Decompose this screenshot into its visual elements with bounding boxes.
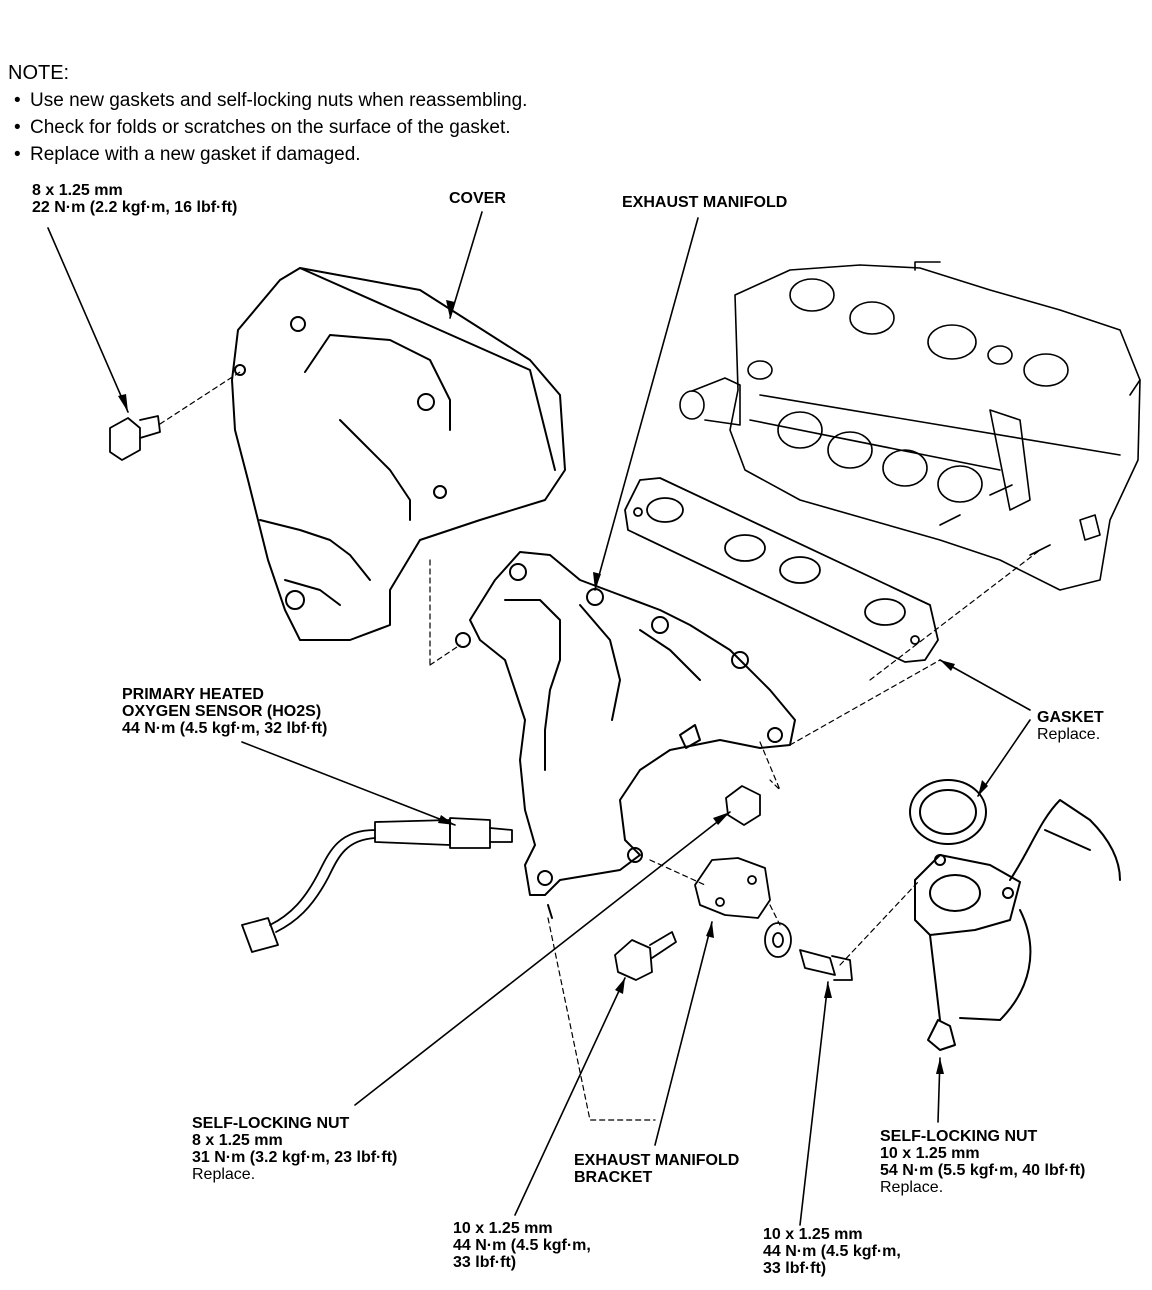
right-bolt-callout: 10 x 1.25 mm 44 N·m (4.5 kgf·m, 33 lbf·f… [763,1226,901,1277]
center-bolt-torque-line2: 33 lbf·ft) [453,1254,517,1271]
self-locking-nut-left-callout: SELF-LOCKING NUT 8 x 1.25 mm 31 N·m (3.2… [192,1115,397,1183]
ho2s-label-line2: OXYGEN SENSOR (HO2S) [122,703,322,720]
oxygen-sensor-drawing [241,817,513,953]
right-bolt-torque-line2: 33 lbf·ft) [763,1260,827,1277]
right-bolt-drawing [799,949,853,981]
note-list: Use new gaskets and self-locking nuts wh… [8,87,527,168]
self-locking-nut-right-torque: 54 N·m (5.5 kgf·m, 40 lbf·ft) [880,1162,1086,1179]
manifold-nut-drawing [725,785,761,826]
exhaust-manifold-label: EXHAUST MANIFOLD [622,194,788,211]
gasket-label: GASKET [1037,709,1104,726]
ho2s-callout: PRIMARY HEATED OXYGEN SENSOR (HO2S) 44 N… [122,686,327,737]
note-item: Use new gaskets and self-locking nuts wh… [8,87,527,114]
cover-bolt-callout: 8 x 1.25 mm 22 N·m (2.2 kgf·m, 16 lbf·ft… [32,182,237,216]
gasket-callout: GASKET Replace. [1037,709,1104,743]
exhaust-manifold-drawing [455,551,796,919]
right-bolt-size: 10 x 1.25 mm [763,1226,863,1243]
right-bolt-torque-line1: 44 N·m (4.5 kgf·m, [763,1243,901,1260]
bracket-label-line2: BRACKET [574,1169,653,1186]
water-outlet-drawing [679,377,741,426]
center-bolt-torque-line1: 44 N·m (4.5 kgf·m, [453,1237,591,1254]
self-locking-nut-right-size: 10 x 1.25 mm [880,1145,980,1162]
self-locking-nut-right-label: SELF-LOCKING NUT [880,1128,1038,1145]
self-locking-nut-left-torque: 31 N·m (3.2 kgf·m, 23 lbf·ft) [192,1149,398,1166]
exhaust-manifold-callout: EXHAUST MANIFOLD [622,194,787,211]
front-pipe-drawing [914,799,1121,1051]
self-locking-nut-left-note: Replace. [192,1166,256,1183]
bracket-drawing [694,857,771,919]
ho2s-torque: 44 N·m (4.5 kgf·m, 32 lbf·ft) [122,720,328,737]
note-block: NOTE: Use new gaskets and self-locking n… [8,60,527,168]
bracket-callout: EXHAUST MANIFOLD BRACKET [574,1152,739,1186]
cover-callout: COVER [449,190,506,207]
center-bolt-callout: 10 x 1.25 mm 44 N·m (4.5 kgf·m, 33 lbf·f… [453,1220,591,1271]
cover-bolt-drawing [109,415,161,461]
cover-bolt-torque: 22 N·m (2.2 kgf·m, 16 lbf·ft) [32,199,238,216]
note-item: Replace with a new gasket if damaged. [8,141,527,168]
note-item: Check for folds or scratches on the surf… [8,114,527,141]
washer-drawing [764,922,792,958]
leader-lines [47,211,1031,1226]
ho2s-label-line1: PRIMARY HEATED [122,686,264,703]
assembly-dashed-lines [159,371,1041,1121]
leader-arrowheads [118,300,988,1074]
self-locking-nut-left-size: 8 x 1.25 mm [192,1132,283,1149]
bracket-label-line1: EXHAUST MANIFOLD [574,1152,740,1169]
manifold-gasket-drawing [624,477,939,663]
pipe-gasket-drawing [909,779,987,845]
heat-cover-drawing [231,267,566,641]
cylinder-head-drawing [729,261,1141,591]
self-locking-nut-left-label: SELF-LOCKING NUT [192,1115,350,1132]
self-locking-nut-right-callout: SELF-LOCKING NUT 10 x 1.25 mm 54 N·m (5.… [880,1128,1085,1196]
self-locking-nut-right-note: Replace. [880,1179,944,1196]
cover-bolt-size: 8 x 1.25 mm [32,182,123,199]
center-bolt-size: 10 x 1.25 mm [453,1220,553,1237]
cover-label: COVER [449,190,506,207]
center-bolt-drawing [614,931,677,981]
note-heading: NOTE: [8,62,70,84]
gasket-note: Replace. [1037,726,1101,743]
